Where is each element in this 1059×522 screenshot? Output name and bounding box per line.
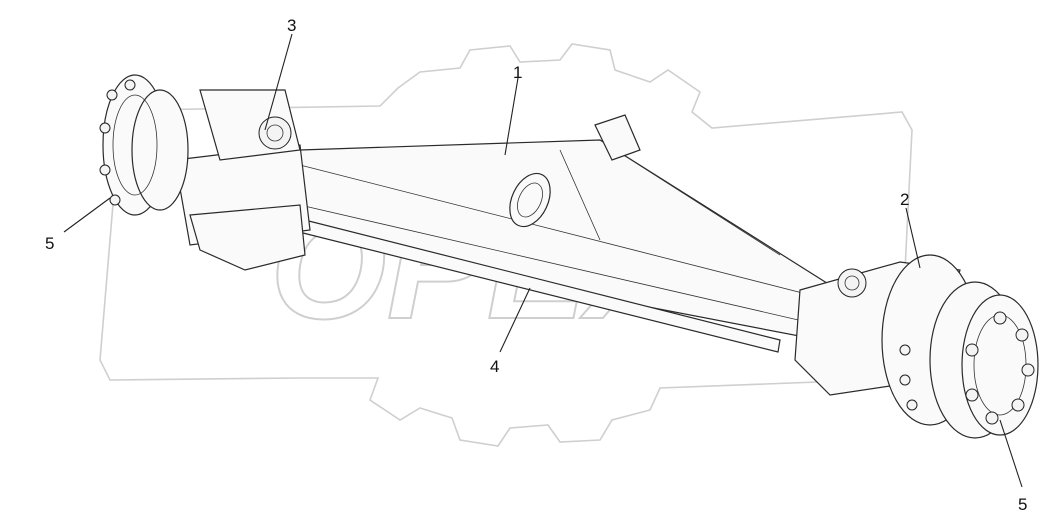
callout-5-right: 5 — [1018, 495, 1027, 514]
leader-5b — [999, 419, 1023, 488]
right-wheel-hub — [881, 254, 1039, 439]
leader-4 — [499, 287, 531, 353]
leader-1 — [504, 77, 519, 156]
callouts: 1 2 3 4 5 5 — [45, 16, 1027, 514]
pivot-tube — [509, 114, 641, 228]
leader-5a — [63, 197, 111, 233]
leader-lines — [63, 33, 1023, 488]
callout-1: 1 — [513, 63, 522, 82]
leader-3 — [264, 33, 293, 131]
callout-4: 4 — [490, 357, 499, 376]
watermark-gear — [99, 43, 913, 447]
left-wheel-hub — [99, 74, 189, 216]
callout-2: 2 — [900, 190, 909, 209]
callout-3: 3 — [287, 16, 296, 35]
callout-5-left: 5 — [45, 234, 54, 253]
left-knuckle — [174, 89, 311, 271]
leader-2 — [905, 207, 921, 269]
